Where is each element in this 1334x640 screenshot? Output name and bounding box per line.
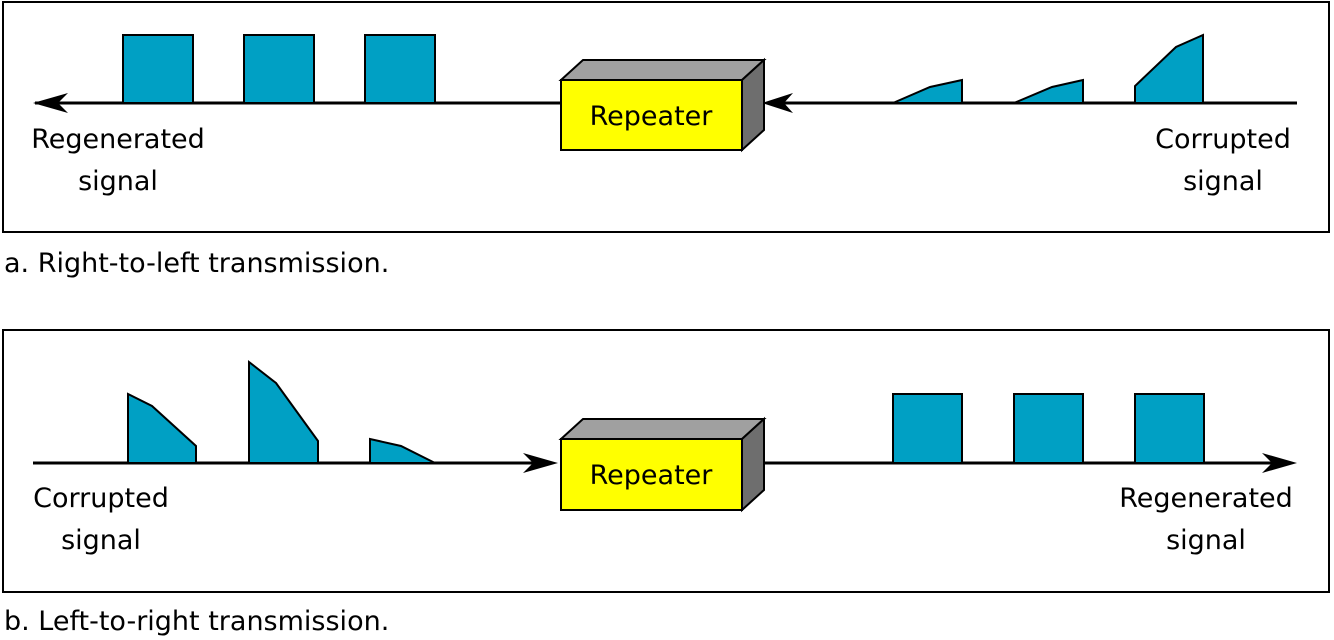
panel-b-repeater-label: Repeater <box>590 460 714 491</box>
panel-b-corrupted-pulse <box>248 359 319 464</box>
panel-b-repeater-front <box>560 438 743 511</box>
panel-a-frame <box>2 1 1330 233</box>
panel-b-left-label-line1: Corrupted <box>33 483 169 514</box>
panel-a-caption: a. Right-to-left transmission. <box>4 248 389 279</box>
panel-a-repeater-front <box>560 79 743 151</box>
panel-b-regenerated-pulse <box>1013 393 1084 464</box>
panel-a-left-arrowhead <box>33 93 68 113</box>
panel-b-right-arrowhead <box>1262 453 1297 473</box>
panel-a-corrupted-pulse <box>892 78 963 104</box>
panel-a-right-label-line2: signal <box>1183 166 1263 197</box>
panel-a-repeater-label: Repeater <box>590 101 714 132</box>
panel-b-left-label-line2: signal <box>61 525 141 556</box>
panel-a-left-label-line2: signal <box>78 166 158 197</box>
panel-b-right-label-line1: Regenerated <box>1119 483 1293 514</box>
panel-b-corrupted-pulse <box>127 392 197 464</box>
panel-b: Repeater Corrupted signal Regenerated si… <box>2 329 1330 593</box>
panel-a-regenerated-pulse <box>364 34 436 104</box>
panel-b-repeater: Repeater <box>558 416 767 513</box>
panel-b-regenerated-pulse <box>1134 393 1205 464</box>
panel-b-repeater-top <box>558 418 767 440</box>
panel-a: Repeater Regenerated signal Corrupted si… <box>2 1 1330 233</box>
panel-a-repeater-top <box>558 59 767 81</box>
panel-b-right-label-line2: signal <box>1166 525 1246 556</box>
panel-b-frame <box>2 329 1330 593</box>
panel-a-regenerated-pulse <box>122 34 194 104</box>
panel-a-right-label-line1: Corrupted <box>1155 124 1291 155</box>
panel-a-corrupted-pulse <box>1013 78 1084 104</box>
panel-a-right-arrowhead <box>762 93 793 113</box>
panel-a-regenerated-pulse <box>243 34 315 104</box>
panel-b-left-arrowhead <box>523 453 558 473</box>
panel-b-corrupted-pulse <box>369 437 436 464</box>
panel-b-caption: b. Left-to-right transmission. <box>4 606 389 637</box>
panel-a-repeater: Repeater <box>558 57 767 153</box>
panel-a-left-label-line1: Regenerated <box>31 124 205 155</box>
panel-a-corrupted-pulse <box>1134 33 1204 104</box>
panel-b-regenerated-pulse <box>892 393 963 464</box>
